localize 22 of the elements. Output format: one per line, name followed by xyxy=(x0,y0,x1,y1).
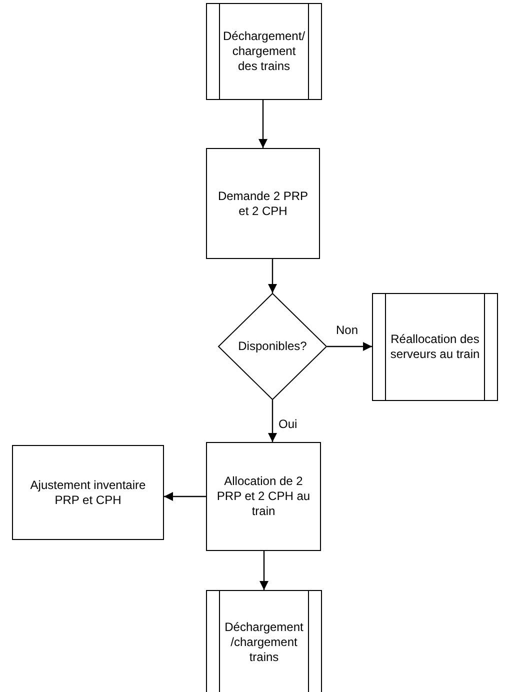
predefined-process-box xyxy=(372,293,498,401)
process-box xyxy=(12,445,164,540)
process-box xyxy=(206,148,320,259)
arrow xyxy=(260,551,268,590)
predefined-process-box xyxy=(206,3,322,100)
process-box xyxy=(206,442,321,551)
arrow xyxy=(268,259,277,293)
arrow xyxy=(164,492,206,501)
edge-label: Oui xyxy=(278,417,298,431)
arrow xyxy=(258,100,268,148)
node-text: Disponibles? xyxy=(238,339,307,354)
node-text: Ajustement inventaire PRP et CPH xyxy=(29,478,147,508)
node-text: Déchargement/ chargement des trains xyxy=(222,29,306,74)
predefined-process-box xyxy=(206,590,322,692)
node-text: Réallocation des serveurs au train xyxy=(390,332,480,362)
node-text: Allocation de 2 PRP et 2 CPH au train xyxy=(216,474,312,519)
decision-diamond xyxy=(218,293,327,400)
arrow xyxy=(268,400,277,442)
arrow xyxy=(327,342,372,351)
edge-label: Non xyxy=(335,322,360,336)
node-text: Demande 2 PRP et 2 CPH xyxy=(216,188,310,218)
node-text: Déchargement /chargement trains xyxy=(224,620,304,664)
